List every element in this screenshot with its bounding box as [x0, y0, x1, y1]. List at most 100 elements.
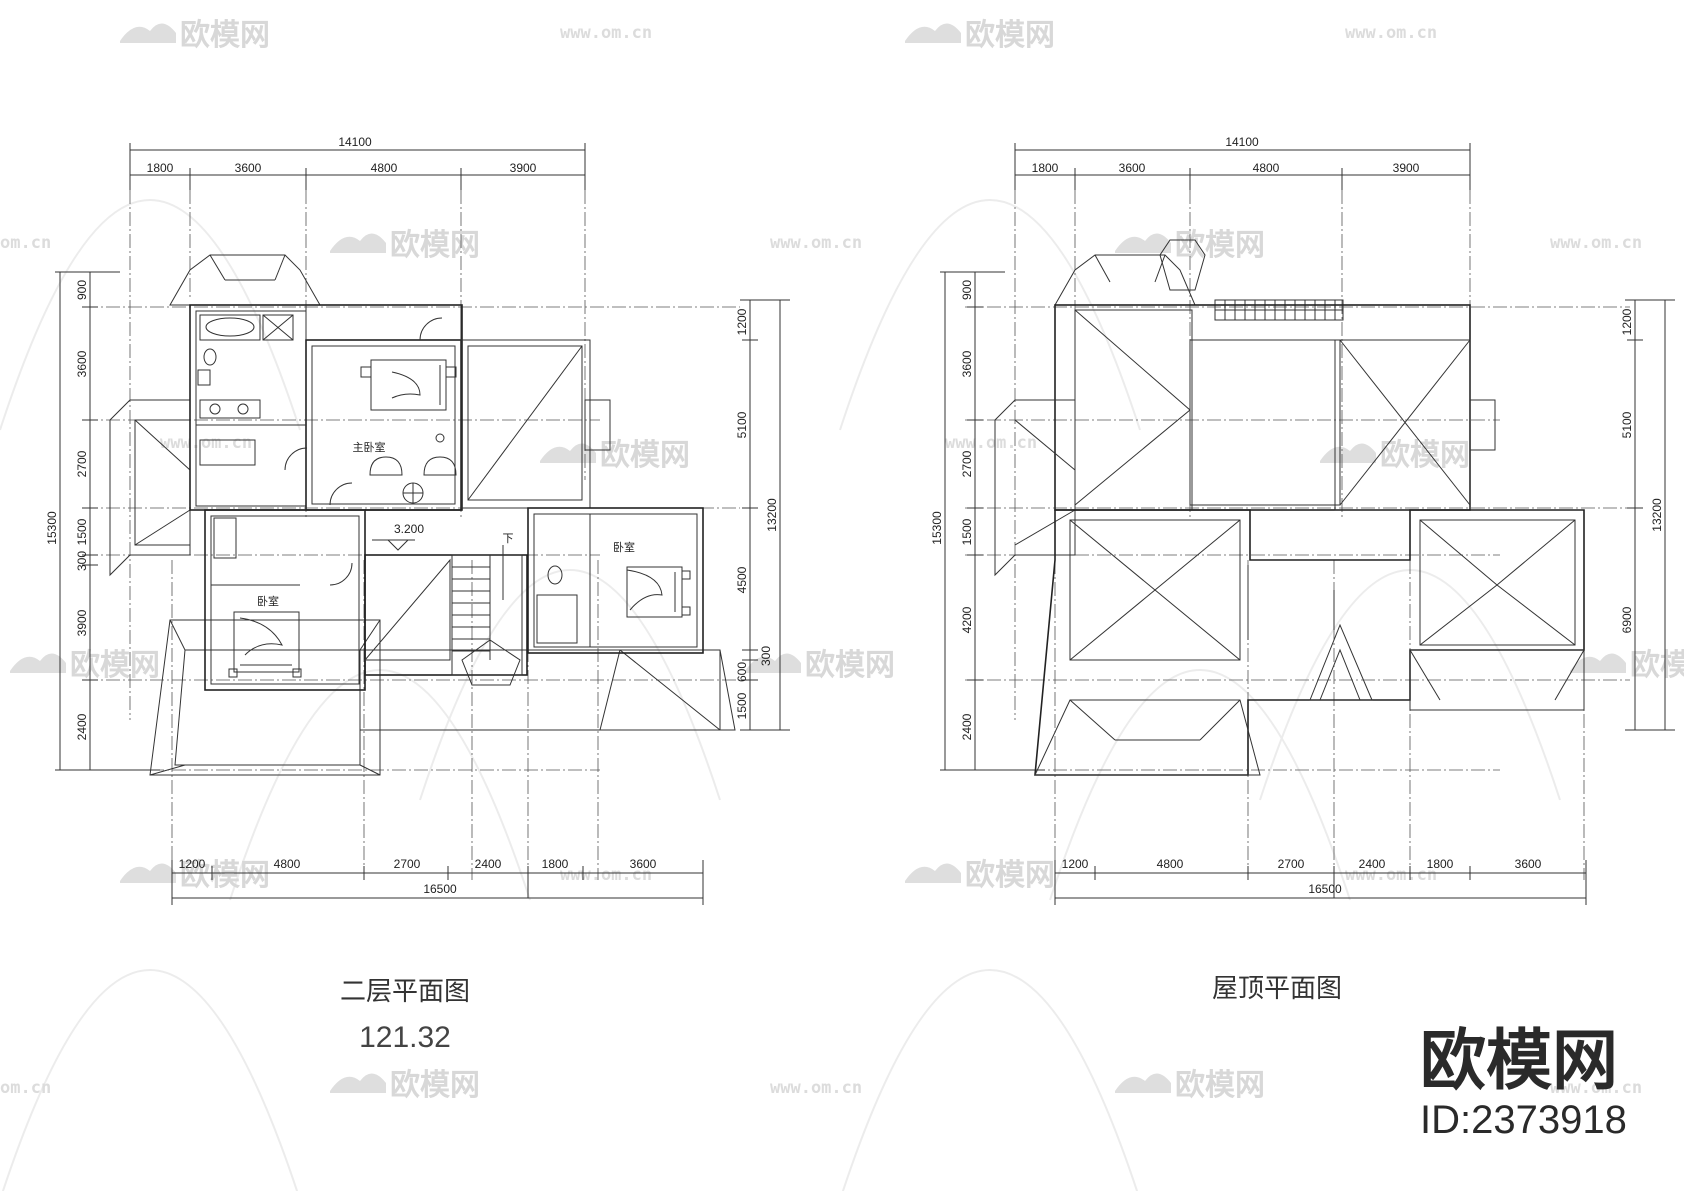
right-right-dim-2: 5100	[1620, 411, 1634, 438]
right-left-dim-1: 900	[960, 280, 974, 300]
left-right-dim-6: 1500	[735, 692, 749, 719]
right-bottom-dim-2: 4800	[1157, 857, 1184, 871]
watermark-icon	[120, 863, 176, 883]
watermark-logo: 欧模网	[390, 1068, 480, 1103]
right-left-total: 15300	[930, 511, 944, 545]
left-bottom-dim-2: 4800	[274, 857, 301, 871]
roof-building	[994, 239, 1585, 776]
watermark-icon	[1320, 443, 1376, 463]
watermark-url: www.om.cn	[770, 233, 862, 253]
watermark-icon	[120, 23, 176, 43]
left-top-total: 14100	[338, 135, 372, 149]
left-bottom-dim-1: 1200	[179, 857, 206, 871]
right-left-dimensions: 15300 900 3600 2700 1500 4200 2400	[930, 271, 1045, 771]
stair-down-label: 下	[503, 532, 514, 545]
roof-plan: 14100 1800 3600 4800 3900	[930, 135, 1675, 1004]
watermark-logo: 欧模网	[1380, 438, 1470, 473]
watermark-icon	[330, 1073, 386, 1093]
right-right-dimensions: 13200 1200 5100 6900	[1620, 299, 1675, 731]
room-label-bedroom-right: 卧室	[613, 540, 635, 554]
watermark-url-short: om.cn	[0, 233, 51, 253]
watermark-icon	[10, 653, 66, 673]
brand-id: ID:2373918	[1420, 1098, 1627, 1142]
left-left-dim-4: 1500	[75, 518, 89, 545]
left-top-dim-4: 3900	[510, 161, 537, 175]
left-left-dim-6: 3900	[75, 609, 89, 636]
second-floor-plan-title: 二层平面图	[340, 977, 470, 1007]
watermark-icon	[1115, 233, 1171, 253]
watermark-arc	[1049, 669, 1351, 901]
stair-treads	[452, 555, 491, 660]
left-left-dim-2: 3600	[75, 350, 89, 377]
right-top-dim-1: 1800	[1032, 161, 1059, 175]
watermark-logo: 欧模网	[1175, 1068, 1265, 1103]
second-floor-area: 121.32	[359, 1021, 451, 1054]
room-label-master-bedroom: 主卧室	[353, 440, 386, 454]
watermark-logo: 欧模网	[600, 438, 690, 473]
right-top-dim-3: 4800	[1253, 161, 1280, 175]
watermark-logo: 欧模网	[180, 18, 270, 53]
watermark-arc	[0, 199, 301, 431]
watermark-logo: 欧模网	[1630, 648, 1684, 683]
watermark-arc	[841, 969, 1139, 1191]
right-left-dim-5: 4200	[960, 606, 974, 633]
watermark-arc	[419, 569, 721, 801]
watermark-icon	[905, 863, 961, 883]
left-top-dim-1: 1800	[147, 161, 174, 175]
left-bottom-total: 16500	[423, 882, 457, 896]
left-right-dim-5: 600	[735, 662, 749, 682]
watermark-logo: 欧模网	[180, 858, 270, 893]
right-bottom-dim-3: 2700	[1278, 857, 1305, 871]
right-bottom-dim-4: 2400	[1359, 857, 1386, 871]
left-left-dim-3: 2700	[75, 450, 89, 477]
watermark-logo: 欧模网	[965, 858, 1055, 893]
watermark-url: www.om.cn	[560, 23, 652, 43]
watermark-logo: 欧模网	[70, 648, 160, 683]
right-right-dim-3: 6900	[1620, 606, 1634, 633]
left-top-dim-2: 3600	[235, 161, 262, 175]
room-label-bedroom-left: 卧室	[257, 594, 279, 608]
left-top-dim-3: 4800	[371, 161, 398, 175]
watermark-arc	[839, 199, 1141, 431]
left-left-total: 15300	[45, 511, 59, 545]
left-right-dim-1: 1200	[735, 308, 749, 335]
watermark-logo: 欧模网	[390, 228, 480, 263]
watermark-icon	[1570, 653, 1626, 673]
left-left-dim-5: 300	[75, 551, 89, 571]
right-right-total: 13200	[1650, 498, 1664, 532]
right-left-dim-3: 2700	[960, 450, 974, 477]
left-right-dim-3: 4500	[735, 566, 749, 593]
watermark-url: www.om.cn	[945, 433, 1037, 453]
left-right-dim-2: 5100	[735, 411, 749, 438]
watermark-icon	[540, 443, 596, 463]
right-top-total: 14100	[1225, 135, 1259, 149]
right-bottom-dim-1: 1200	[1062, 857, 1089, 871]
right-top-dim-4: 3900	[1393, 161, 1420, 175]
watermark-logo: 欧模网	[965, 18, 1055, 53]
watermark-url: www.om.cn	[770, 1078, 862, 1098]
roof-plan-title: 屋顶平面图	[1212, 974, 1342, 1004]
watermark-arc	[1, 969, 299, 1191]
left-bottom-dim-6: 3600	[630, 857, 657, 871]
right-axis-lines	[965, 190, 1630, 880]
left-left-dimensions: 15300 900 3600 2700 1500 300 3900 2400	[45, 271, 160, 771]
second-floor-plan: 14100 1800 3600 4800 3900	[45, 135, 790, 1054]
left-left-dim-7: 2400	[75, 713, 89, 740]
left-top-dimensions: 14100 1800 3600 4800 3900	[129, 135, 586, 190]
right-bottom-dim-6: 3600	[1515, 857, 1542, 871]
left-left-dim-1: 900	[75, 280, 89, 300]
watermark-url-short: om.cn	[0, 1078, 51, 1098]
watermark-url: www.om.cn	[1550, 1078, 1642, 1098]
left-bottom-dimensions: 1200 4800 2700 2400 1800 3600 16500	[171, 857, 704, 905]
left-building: 主卧室 卧室	[109, 254, 736, 776]
right-bottom-total: 16500	[1308, 882, 1342, 896]
watermark-logo: 欧模网	[805, 648, 895, 683]
watermark-icon	[745, 653, 801, 673]
left-right-dimensions: 13200 1200 5100 4500 300 600 1500	[735, 299, 790, 731]
left-bottom-dim-4: 2400	[475, 857, 502, 871]
left-right-dim-4: 300	[759, 646, 773, 666]
watermark-url: www.om.cn	[160, 433, 252, 453]
left-bottom-dim-3: 2700	[394, 857, 421, 871]
watermark-url: www.om.cn	[1550, 233, 1642, 253]
